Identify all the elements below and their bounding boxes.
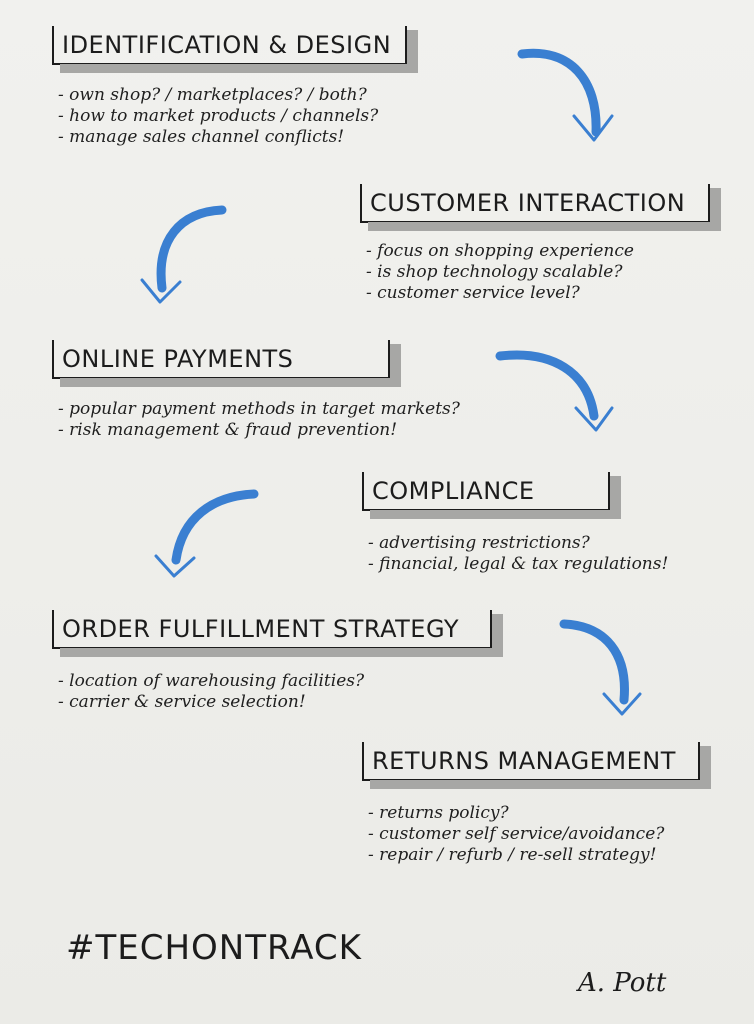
bullet-item: how to market products / channels? — [58, 106, 407, 127]
step-bullets: advertising restrictions? financial, leg… — [362, 533, 668, 575]
hashtag-label: #TECHONTRACK — [66, 928, 362, 968]
step-title: RETURNS MANAGEMENT — [372, 747, 676, 775]
bullet-item: manage sales channel conflicts! — [58, 127, 407, 148]
step-bullets: focus on shopping experience is shop tec… — [360, 241, 710, 304]
step-order-fulfillment-strategy: ORDER FULFILLMENT STRATEGY location of w… — [52, 610, 503, 713]
step-title-box: COMPLIANCE — [362, 472, 621, 519]
curved-arrow-right-down-icon — [495, 350, 614, 432]
author-signature: A. Pott — [578, 968, 667, 998]
bullet-item: returns policy? — [368, 803, 700, 824]
step-title: IDENTIFICATION & DESIGN — [62, 31, 392, 59]
step-title: CUSTOMER INTERACTION — [370, 189, 686, 217]
step-bullets: location of warehousing facilities? carr… — [52, 671, 492, 713]
step-title-box: RETURNS MANAGEMENT — [362, 742, 711, 789]
step-title: COMPLIANCE — [372, 477, 535, 505]
step-title-box: ONLINE PAYMENTS — [52, 340, 401, 387]
step-title: ONLINE PAYMENTS — [62, 345, 294, 373]
bullet-item: advertising restrictions? — [368, 533, 668, 554]
bullet-item: own shop? / marketplaces? / both? — [58, 85, 407, 106]
step-title-box: ORDER FULFILLMENT STRATEGY — [52, 610, 503, 657]
curved-arrow-right-down-icon — [559, 619, 642, 716]
step-bullets: popular payment methods in target market… — [52, 399, 460, 441]
bullet-item: focus on shopping experience — [366, 241, 710, 262]
step-title-box: IDENTIFICATION & DESIGN — [52, 26, 418, 73]
bullet-item: customer service level? — [366, 283, 710, 304]
step-returns-management: RETURNS MANAGEMENT returns policy? custo… — [362, 742, 711, 866]
step-compliance: COMPLIANCE advertising restrictions? fin… — [362, 472, 668, 575]
step-title-box: CUSTOMER INTERACTION — [360, 184, 721, 231]
step-title: ORDER FULFILLMENT STRATEGY — [62, 615, 460, 643]
step-bullets: own shop? / marketplaces? / both? how to… — [52, 85, 407, 148]
step-identification-design: IDENTIFICATION & DESIGN own shop? / mark… — [52, 26, 418, 148]
bullet-item: is shop technology scalable? — [366, 262, 710, 283]
curved-arrow-left-down-icon — [154, 489, 259, 578]
bullet-item: location of warehousing facilities? — [58, 671, 492, 692]
bullet-item: popular payment methods in target market… — [58, 399, 460, 420]
bullet-item: repair / refurb / re-sell strategy! — [368, 845, 700, 866]
step-online-payments: ONLINE PAYMENTS popular payment methods … — [52, 340, 460, 441]
step-bullets: returns policy? customer self service/av… — [362, 803, 700, 866]
curved-arrow-right-down-icon — [517, 48, 614, 142]
bullet-item: financial, legal & tax regulations! — [368, 554, 668, 575]
bullet-item: risk management & fraud prevention! — [58, 420, 460, 441]
bullet-item: carrier & service selection! — [58, 692, 492, 713]
bullet-item: customer self service/avoidance? — [368, 824, 700, 845]
step-customer-interaction: CUSTOMER INTERACTION focus on shopping e… — [360, 184, 721, 304]
curved-arrow-left-down-icon — [140, 205, 227, 304]
